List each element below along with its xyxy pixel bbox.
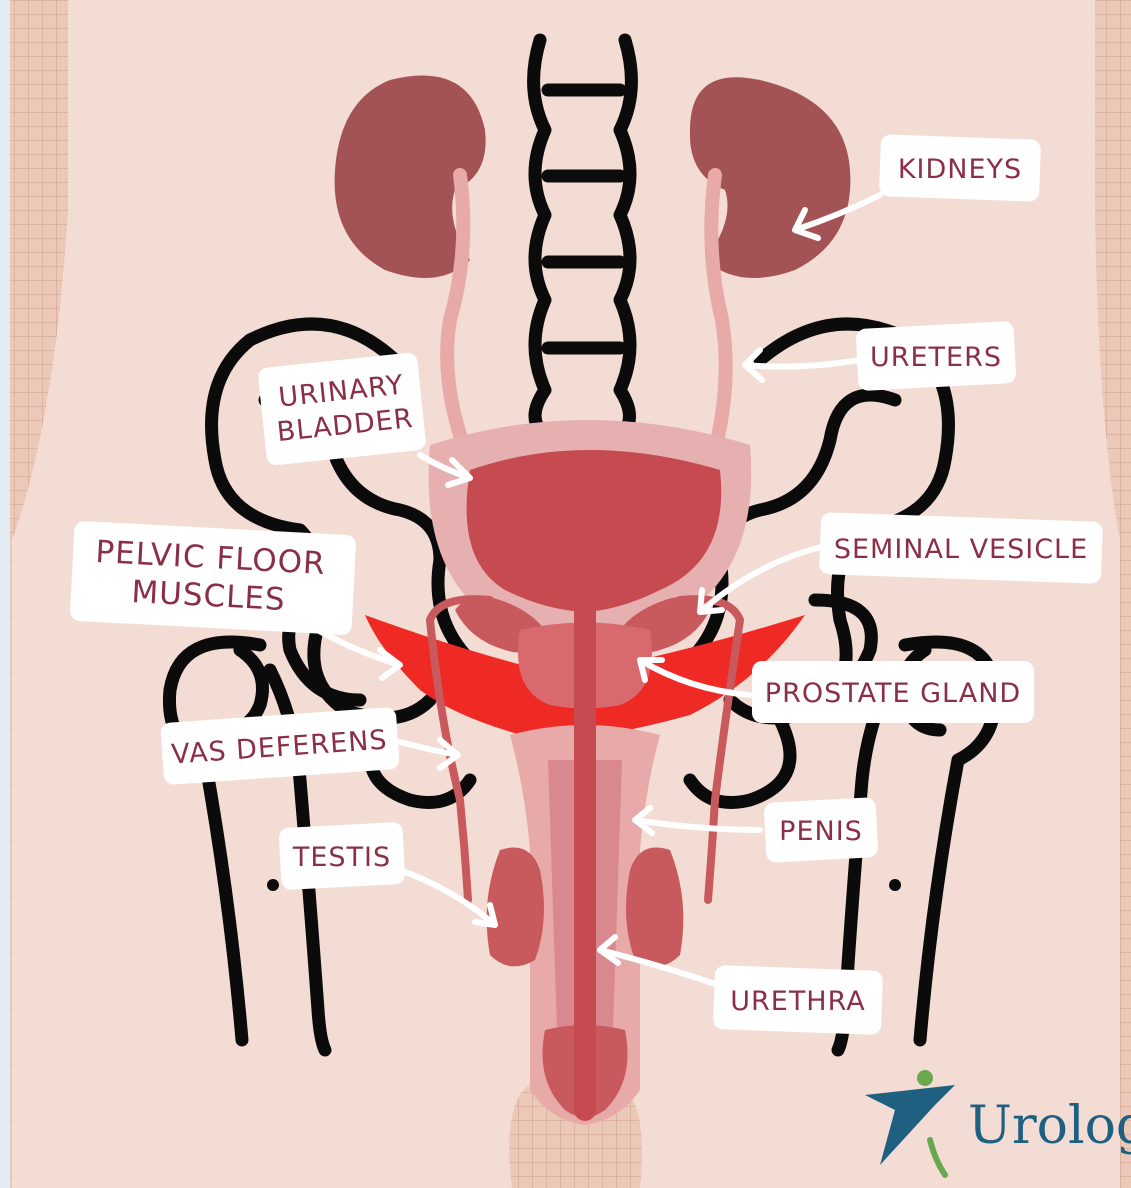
label-kidneys-text: KIDNEYS (898, 154, 1022, 185)
label-kidneys: KIDNEYS (879, 134, 1041, 202)
logo-text: Urolog (968, 1096, 1131, 1156)
label-penis-text: PENIS (779, 816, 863, 847)
label-testis-text: TESTIS (292, 842, 391, 873)
label-urethra-text: URETHRA (730, 986, 866, 1017)
label-seminal-vesicle-text: SEMINAL VESICLE (834, 534, 1088, 565)
right-testis (626, 848, 683, 967)
right-femur-dot (889, 879, 901, 891)
label-pelvic-floor: PELVIC FLOOR MUSCLES (70, 521, 357, 636)
label-urethra: URETHRA (713, 965, 883, 1035)
left-femur-dot (267, 879, 279, 891)
left-testis (487, 848, 544, 967)
label-ureters-text: URETERS (870, 342, 1002, 373)
label-penis: PENIS (764, 797, 879, 863)
label-testis: TESTIS (278, 822, 405, 890)
label-urinary-bladder: URINARY BLADDER (257, 352, 426, 466)
label-seminal-vesicle: SEMINAL VESICLE (819, 512, 1103, 584)
label-prostate-gland: PROSTATE GLAND (752, 661, 1034, 723)
logo-head-dot (917, 1070, 933, 1086)
label-prostate-text: PROSTATE GLAND (765, 678, 1021, 709)
label-ureters: URETERS (855, 321, 1016, 391)
